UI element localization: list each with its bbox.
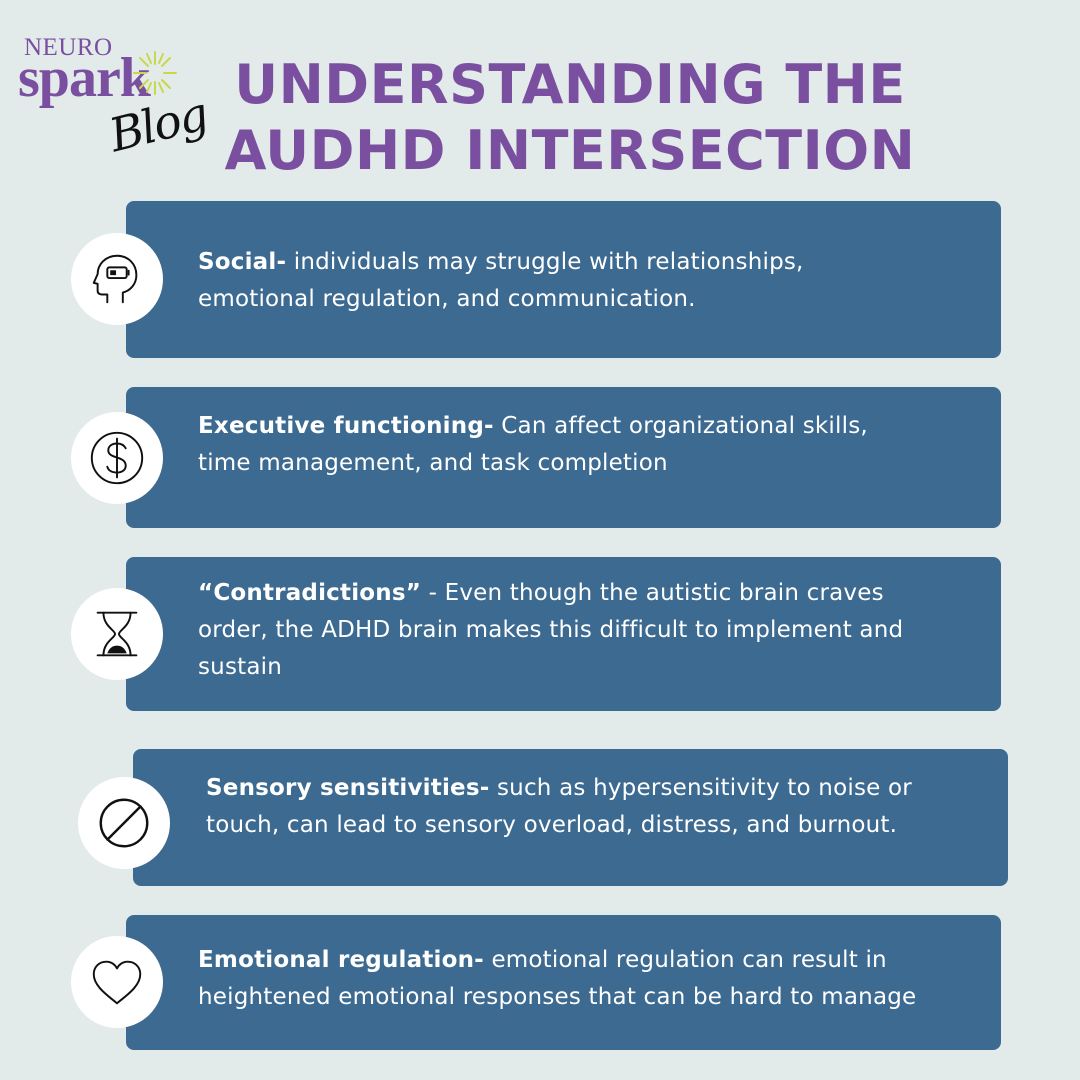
head-battery-icon xyxy=(92,254,138,304)
item-lead: Emotional regulation- xyxy=(198,947,484,973)
item-text-contradictions: “Contradictions” - Even though the autis… xyxy=(198,575,918,686)
item-lead: Social- xyxy=(198,249,287,275)
icon-circle-social xyxy=(71,233,163,325)
page-title: UNDERSTANDING THE AUDHD INTERSECTION xyxy=(200,52,940,184)
item-lead: Sensory sensitivities- xyxy=(206,775,490,801)
item-body: such as hypersensitivity to noise or tou… xyxy=(206,775,912,838)
spark-burst-icon xyxy=(133,51,177,95)
item-card-sensory xyxy=(133,749,1008,886)
logo-spark-text: spark xyxy=(18,47,151,109)
item-body: Can affect organizational skills, time m… xyxy=(198,413,868,476)
icon-circle-emotional xyxy=(71,936,163,1028)
item-card-social xyxy=(126,201,1001,358)
hourglass-icon xyxy=(96,611,138,657)
icon-circle-sensory xyxy=(78,777,170,869)
item-card-emotional xyxy=(126,915,1001,1050)
item-card-contradictions xyxy=(126,557,1001,711)
prohibited-icon xyxy=(99,798,149,848)
item-card-executive xyxy=(126,387,1001,528)
item-text-sensory: Sensory sensitivities- such as hypersens… xyxy=(206,770,946,844)
neurospark-logo: NEURO spark Blog xyxy=(18,30,212,190)
logo-neuro-text: NEURO xyxy=(24,34,113,61)
item-lead: “Contradictions” xyxy=(198,580,422,606)
title-line-1: UNDERSTANDING THE xyxy=(234,53,906,116)
item-text-social: Social- individuals may struggle with re… xyxy=(198,244,918,318)
item-body: emotional regulation can result in heigh… xyxy=(198,947,917,1010)
title-line-2: AUDHD INTERSECTION xyxy=(224,119,916,182)
item-body: - Even though the autistic brain craves … xyxy=(198,580,904,680)
item-body: individuals may struggle with relationsh… xyxy=(198,249,804,312)
icon-circle-contradictions xyxy=(71,588,163,680)
heart-icon xyxy=(92,960,142,1005)
icon-circle-executive xyxy=(71,412,163,504)
item-lead: Executive functioning- xyxy=(198,413,494,439)
item-text-executive: Executive functioning- Can affect organi… xyxy=(198,408,918,482)
dollar-icon xyxy=(90,431,144,485)
item-text-emotional: Emotional regulation- emotional regulati… xyxy=(198,942,988,1016)
